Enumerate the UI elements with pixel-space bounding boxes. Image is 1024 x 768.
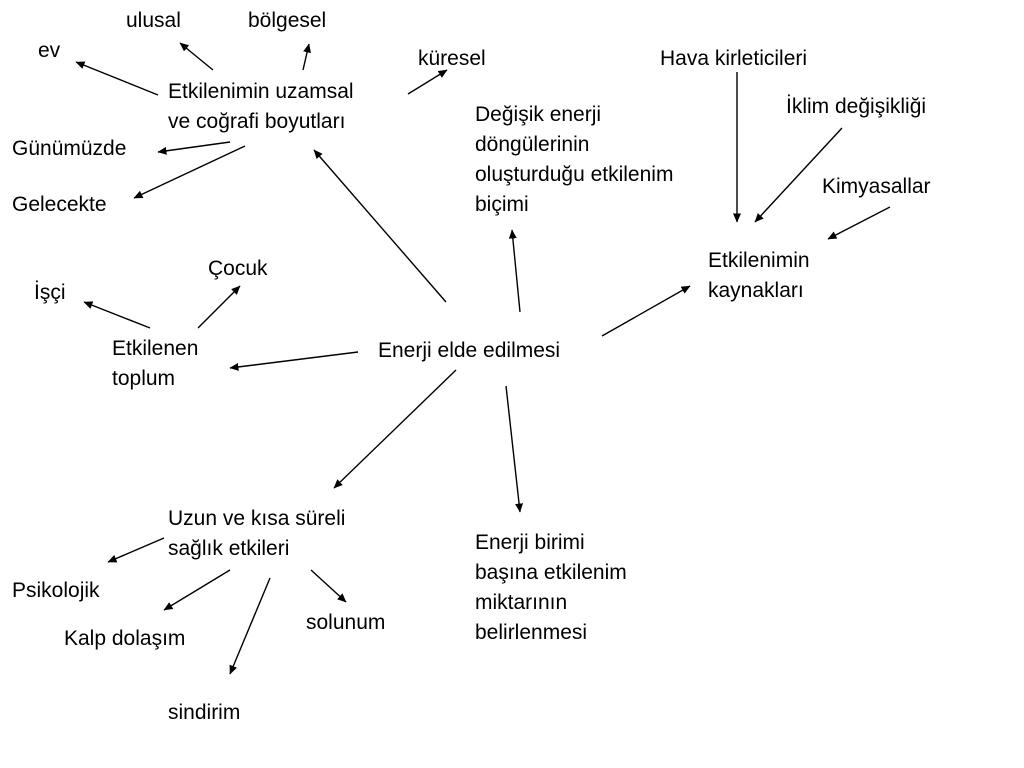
node-cycles-line: oluşturduğu etkilenim bbox=[475, 163, 674, 186]
node-psiko-line: Psikolojik bbox=[12, 579, 100, 602]
node-cycles-line: biçimi bbox=[475, 193, 529, 216]
node-isci: İşçi bbox=[34, 278, 66, 308]
node-spatial-line: ve coğrafi boyutları bbox=[168, 110, 346, 133]
arrow-center-to-health bbox=[333, 369, 457, 489]
node-iklim: İklim değişikliği bbox=[786, 92, 926, 122]
node-center-line: Enerji elde edilmesi bbox=[378, 339, 561, 362]
node-hava-line: Hava kirleticileri bbox=[660, 47, 808, 70]
node-kuresel: küresel bbox=[418, 44, 486, 74]
arrow-health-to-psiko bbox=[107, 537, 165, 563]
node-isci-line: İşçi bbox=[34, 281, 66, 304]
node-kalp-line: Kalp dolaşım bbox=[64, 627, 186, 650]
node-ev: ev bbox=[38, 36, 60, 66]
node-cycles: Değişik enerji döngülerinin oluşturduğu et… bbox=[475, 100, 673, 220]
node-ulusal: ulusal bbox=[126, 6, 181, 36]
arrow-layer bbox=[75, 42, 891, 675]
node-sindirim-line: sindirim bbox=[168, 701, 241, 724]
node-gelecekte: Gelecekte bbox=[12, 190, 107, 220]
node-sources: Etkilenimin kaynakları bbox=[708, 246, 810, 306]
node-ev-line: ev bbox=[38, 39, 61, 62]
node-unit-line: Enerji birimi bbox=[475, 531, 585, 554]
node-gelecekte-line: Gelecekte bbox=[12, 193, 107, 216]
node-health-line: sağlık etkileri bbox=[168, 537, 290, 560]
node-cycles-line: Değişik enerji bbox=[475, 103, 602, 126]
node-ulusal-line: ulusal bbox=[126, 9, 181, 32]
node-unit-line: başına etkilenim bbox=[475, 561, 627, 584]
node-hava: Hava kirleticileri bbox=[660, 44, 807, 74]
node-bolgesel-line: bölgesel bbox=[248, 9, 327, 32]
arrow-kimya-to-sources bbox=[827, 206, 891, 240]
node-unit: Enerji birimi başına etkilenim miktarının b… bbox=[475, 528, 627, 648]
node-health-line: Uzun ve kısa süreli bbox=[168, 507, 346, 530]
arrow-health-to-kalp bbox=[163, 569, 231, 611]
node-sources-line: kaynakları bbox=[708, 279, 804, 302]
node-society: Etkilenen toplum bbox=[112, 334, 198, 394]
node-unit-line: belirlenmesi bbox=[475, 621, 588, 644]
arrow-health-to-solunum bbox=[310, 569, 347, 603]
arrow-center-to-society bbox=[229, 351, 359, 371]
node-bolgesel: bölgesel bbox=[248, 6, 326, 36]
node-center: Enerji elde edilmesi bbox=[378, 336, 560, 366]
node-cocuk-line: Çocuk bbox=[208, 257, 268, 280]
node-psiko: Psikolojik bbox=[12, 576, 100, 606]
node-cocuk: Çocuk bbox=[208, 254, 268, 284]
arrow-society-to-cocuk bbox=[197, 285, 241, 329]
node-society-line: Etkilenen bbox=[112, 337, 199, 360]
node-kalp: Kalp dolaşım bbox=[64, 624, 185, 654]
node-kuresel-line: küresel bbox=[418, 47, 486, 70]
node-society-line: toplum bbox=[112, 367, 176, 390]
arrow-spatial-to-bolgesel bbox=[302, 43, 311, 71]
node-kimya-line: Kimyasallar bbox=[822, 175, 931, 198]
node-gunumuzde: Günümüzde bbox=[12, 134, 126, 164]
arrow-spatial-to-ev bbox=[75, 61, 159, 96]
arrow-center-to-sources bbox=[601, 285, 691, 337]
node-sources-line: Etkilenimin bbox=[708, 249, 810, 272]
node-health: Uzun ve kısa süreli sağlık etkileri bbox=[168, 504, 345, 564]
arrow-health-to-sindirim bbox=[229, 577, 271, 675]
arrow-center-to-spatial bbox=[313, 149, 447, 303]
arrow-spatial-to-gunumuzde bbox=[157, 141, 231, 155]
node-gunumuzde-line: Günümüzde bbox=[12, 137, 127, 160]
arrow-spatial-to-gelecekte bbox=[133, 145, 246, 199]
arrow-spatial-to-ulusal bbox=[179, 42, 214, 71]
node-spatial: Etkilenimin uzamsal ve coğrafi boyutları bbox=[168, 77, 354, 137]
node-sindirim: sindirim bbox=[168, 698, 240, 728]
node-spatial-line: Etkilenimin uzamsal bbox=[168, 80, 354, 103]
arrow-iklim-to-sources bbox=[754, 127, 843, 223]
node-solunum-line: solunum bbox=[306, 611, 386, 634]
node-unit-line: miktarının bbox=[475, 591, 568, 614]
node-iklim-line: İklim değişikliği bbox=[786, 95, 927, 118]
arrow-center-to-unit bbox=[505, 385, 524, 513]
arrow-center-to-cycles bbox=[508, 229, 521, 313]
node-kimya: Kimyasallar bbox=[822, 172, 931, 202]
arrow-spatial-to-kuresel bbox=[407, 69, 448, 95]
node-cycles-line: döngülerinin bbox=[475, 133, 590, 156]
arrow-society-to-isci bbox=[83, 301, 151, 329]
node-solunum: solunum bbox=[306, 608, 385, 638]
